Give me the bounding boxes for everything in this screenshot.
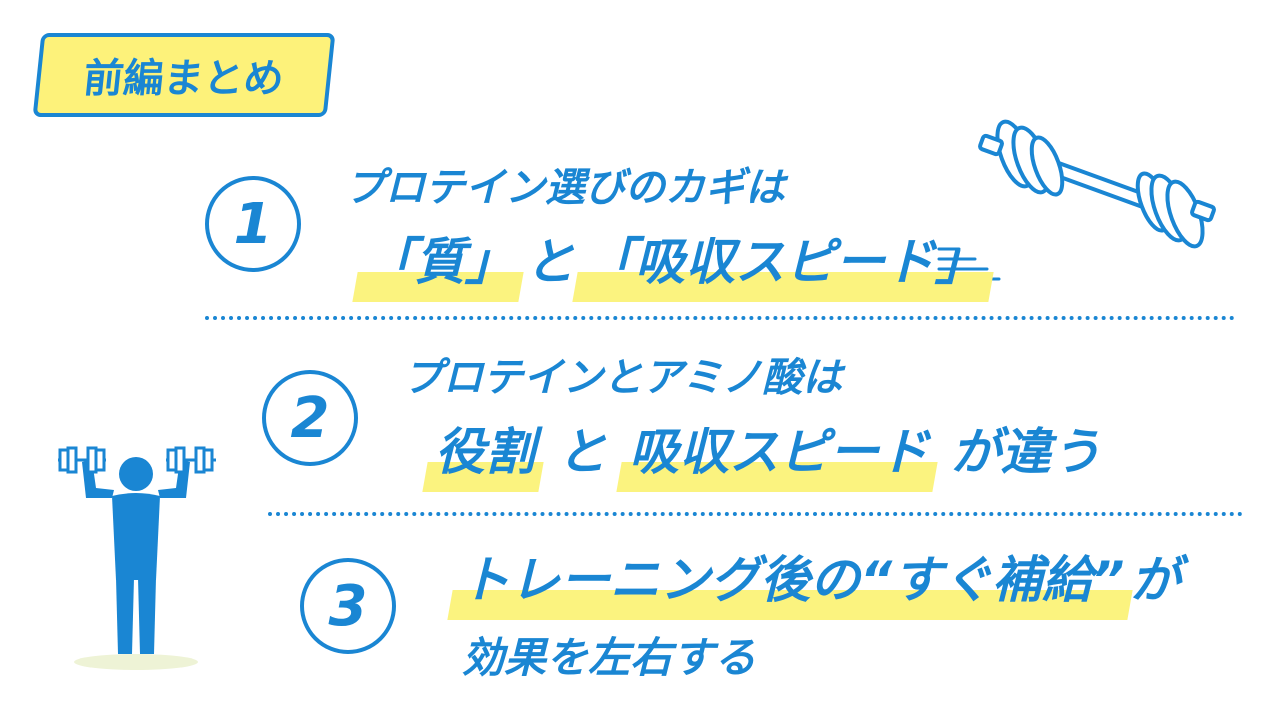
- item-2-connector: と: [557, 423, 607, 481]
- item-1-highlight-quality: 「質」: [365, 222, 515, 294]
- divider-1: [205, 316, 1235, 320]
- item-3-number: 3: [300, 558, 396, 654]
- item-1-connector: と: [525, 233, 575, 291]
- item-2-number: 2: [262, 370, 358, 466]
- item-3-highlight: トレーニング後の“すぐ補給”: [460, 540, 1124, 612]
- item-2-line2: 役割と吸収スピードが違う: [435, 412, 1101, 484]
- item-1-number: 1: [205, 176, 301, 272]
- item-3-suffix: が: [1130, 551, 1181, 609]
- divider-2: [268, 512, 1243, 516]
- person-lifting-dumbbells-icon: [58, 446, 216, 670]
- item-3-line2: 効果を左右する: [462, 633, 757, 682]
- item-2-suffix: が違う: [951, 423, 1101, 481]
- section-title: 前編まとめ: [81, 56, 286, 102]
- item-2-highlight-speed: 吸収スピード: [629, 412, 929, 484]
- item-1-highlight-speed: 「吸収スピード」: [585, 222, 985, 294]
- item-2-line1: プロテインとアミノ酸は: [403, 355, 843, 401]
- item-1-line2: 「質」と「吸収スピード」: [365, 222, 985, 294]
- dumbbell-icon: [978, 119, 1216, 249]
- item-2-highlight-role: 役割: [435, 412, 535, 484]
- item-1-line1: プロテイン選びのカギは: [345, 165, 785, 211]
- section-title-tag: 前編まとめ: [32, 33, 336, 117]
- item-3-line1: トレーニング後の“すぐ補給”が: [460, 540, 1180, 612]
